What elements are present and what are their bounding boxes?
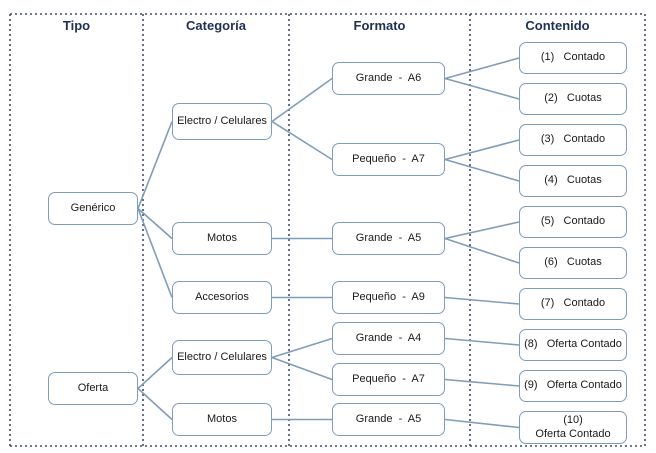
connector-t1-to-c2: [137, 207, 173, 240]
node-formato-f3[interactable]: Grande - A5: [332, 222, 445, 255]
connector-c1-to-f1: [271, 77, 333, 123]
node-contenido-k7[interactable]: (7) Contado: [519, 288, 627, 320]
node-formato-f7[interactable]: Grande - A5: [332, 403, 445, 436]
connector-f6-to-k9: [444, 378, 520, 387]
node-contenido-k2[interactable]: (2) Cuotas: [519, 83, 627, 115]
node-formato-f5[interactable]: Grande - A4: [332, 322, 445, 355]
node-formato-f6[interactable]: Pequeño - A7: [332, 363, 445, 396]
node-contenido-k10[interactable]: (10) Oferta Contado: [519, 411, 627, 444]
connector-c4-to-f6: [271, 356, 333, 381]
node-categoria-c4[interactable]: Electro / Celulares: [172, 340, 272, 375]
node-categoria-c1[interactable]: Electro / Celulares: [172, 103, 272, 140]
connector-f4-to-k7: [444, 296, 520, 305]
connector-f2-to-k3: [444, 139, 520, 161]
node-formato-f1[interactable]: Grande - A6: [332, 62, 445, 95]
column-header-formato: Formato: [353, 18, 406, 33]
connector-f5-to-k8: [444, 337, 520, 346]
connector-t1-to-c1: [137, 121, 173, 209]
column-dividers: [9, 13, 646, 447]
node-formato-f2[interactable]: Pequeño - A7: [332, 143, 445, 176]
node-contenido-k9[interactable]: (9) Oferta Contado: [519, 370, 627, 402]
connector-t1-to-c3: [137, 208, 173, 298]
connector-f1-to-k2: [444, 77, 520, 100]
column-header-categoria: Categoría: [186, 18, 246, 33]
node-tipo-t1[interactable]: Genérico: [48, 192, 138, 225]
node-categoria-c5[interactable]: Motos: [172, 403, 272, 436]
connector-t2-to-c5: [137, 387, 173, 421]
node-contenido-k4[interactable]: (4) Cuotas: [519, 165, 627, 197]
connector-lines: [137, 57, 520, 429]
node-contenido-k5[interactable]: (5) Contado: [519, 206, 627, 238]
connector-c1-to-f2: [271, 120, 333, 161]
connector-f3-to-k6: [444, 237, 520, 264]
node-formato-f4[interactable]: Pequeño - A9: [332, 281, 445, 314]
connector-t2-to-c4: [137, 356, 173, 390]
connector-f1-to-k1: [444, 57, 520, 80]
connector-f7-to-k10: [444, 418, 520, 429]
connector-f2-to-k4: [444, 158, 520, 182]
node-contenido-k8[interactable]: (8) Oferta Contado: [519, 329, 627, 361]
node-contenido-k6[interactable]: (6) Cuotas: [519, 247, 627, 279]
node-tipo-t2[interactable]: Oferta: [48, 372, 138, 405]
node-categoria-c3[interactable]: Accesorios: [172, 281, 272, 314]
connector-c4-to-f5: [271, 337, 333, 359]
column-header-tipo: Tipo: [62, 18, 91, 33]
node-contenido-k3[interactable]: (3) Contado: [519, 124, 627, 156]
node-categoria-c2[interactable]: Motos: [172, 222, 272, 255]
connector-f3-to-k5: [444, 221, 520, 240]
column-header-contenido: Contenido: [525, 18, 590, 33]
node-contenido-k1[interactable]: (1) Contado: [519, 42, 627, 74]
